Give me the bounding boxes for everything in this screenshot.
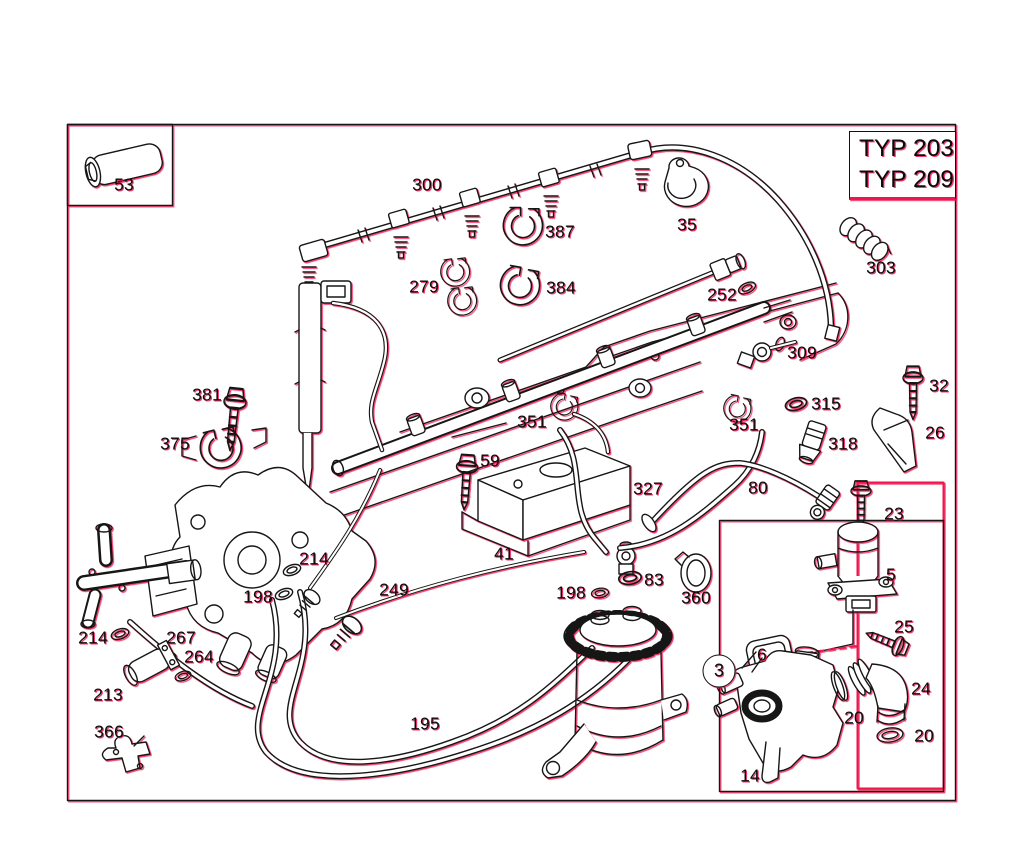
banjo-309-drawing — [736, 336, 797, 369]
bracket-35-drawing — [663, 157, 710, 208]
seal-214-drawing — [109, 625, 131, 643]
valve-318-drawing — [798, 420, 827, 465]
type-designation-line: TYP 209 — [859, 166, 954, 193]
part-label-14[interactable]: 14 — [740, 765, 760, 786]
part-label-303[interactable]: 303 — [866, 257, 896, 278]
seal-20-drawing — [830, 671, 849, 701]
part-label-309[interactable]: 309 — [787, 342, 817, 363]
seal-264-drawing — [173, 668, 193, 684]
fuel-hoses-195-drawing — [127, 468, 631, 780]
seal-315-drawing — [783, 394, 809, 414]
fuel-rail-drawing — [331, 299, 793, 477]
fitting-213-drawing — [123, 639, 181, 687]
type-designation-line: TYP 203 — [859, 135, 954, 162]
part-label-279[interactable]: 279 — [409, 276, 439, 297]
part-label-198[interactable]: 198 — [243, 586, 273, 607]
part-label-26[interactable]: 26 — [925, 422, 945, 443]
part-label-384[interactable]: 384 — [546, 277, 576, 298]
type-designation-box: TYP 203 TYP 209 — [849, 131, 956, 200]
bracket-366-drawing — [101, 734, 151, 773]
manifold-drawing — [76, 523, 202, 629]
part-label-41[interactable]: 41 — [494, 543, 514, 564]
part-label-381[interactable]: 381 — [192, 384, 222, 405]
diagram-frame — [66, 123, 957, 802]
screw-32-drawing — [901, 365, 925, 421]
banjo-bolt-drawing — [329, 615, 363, 651]
clamp-360-drawing — [674, 551, 712, 599]
part-label-53[interactable]: 53 — [114, 174, 134, 195]
valve-5-drawing — [813, 521, 898, 613]
clamp-375-drawing — [181, 423, 267, 474]
fuel-line-300-drawing — [298, 139, 841, 342]
part-label-32[interactable]: 32 — [929, 375, 949, 396]
part-label-59[interactable]: 59 — [480, 450, 500, 471]
part-label-315[interactable]: 315 — [811, 393, 841, 414]
part-label-327[interactable]: 327 — [633, 478, 663, 499]
filter-head-14-drawing — [713, 646, 844, 784]
part-label-267[interactable]: 267 — [166, 627, 196, 648]
part-label-20[interactable]: 20 — [844, 707, 864, 728]
part-label-214[interactable]: 214 — [78, 627, 108, 648]
part-label-264[interactable]: 264 — [184, 646, 214, 667]
part-label-366[interactable]: 366 — [94, 721, 124, 742]
clamp-351-left-drawing — [547, 390, 581, 424]
screw-23-drawing — [850, 480, 872, 528]
screw-381-drawing — [217, 386, 249, 453]
bracket-26-drawing — [871, 407, 917, 473]
hose-327-drawing — [557, 427, 765, 555]
feed-pipe-252-drawing — [497, 252, 758, 363]
clamp-279-drawing — [438, 256, 480, 318]
part-label-20[interactable]: 20 — [914, 725, 934, 746]
banjo-bolt-drawing — [293, 588, 321, 619]
part-label-5[interactable]: 5 — [886, 564, 896, 585]
part-label-375[interactable]: 375 — [160, 433, 190, 454]
part-label-213[interactable]: 213 — [93, 684, 123, 705]
heat-exchanger-41-drawing — [452, 411, 631, 557]
part-label-387[interactable]: 387 — [545, 221, 575, 242]
part-label-318[interactable]: 318 — [828, 433, 858, 454]
part-label-80[interactable]: 80 — [748, 477, 768, 498]
part-label-360[interactable]: 360 — [681, 587, 711, 608]
part-label-249[interactable]: 249 — [379, 579, 409, 600]
part-label-214[interactable]: 214 — [299, 548, 329, 569]
seal-198-drawing — [590, 586, 610, 600]
fuel-filter-drawing — [541, 605, 689, 779]
part-label-35[interactable]: 35 — [677, 214, 697, 235]
part-label-24[interactable]: 24 — [911, 678, 931, 699]
sleeve-53-drawing — [84, 143, 164, 188]
clamp-384-drawing — [496, 263, 544, 309]
part-label-351[interactable]: 351 — [729, 414, 759, 435]
part-label-195[interactable]: 195 — [410, 713, 440, 734]
part-label-252[interactable]: 252 — [707, 284, 737, 305]
spring-303-drawing — [839, 217, 892, 261]
clamp-387-drawing — [502, 206, 544, 246]
part-label-351[interactable]: 351 — [517, 411, 547, 432]
banjo-fitting-drawing — [616, 541, 636, 575]
elbow-24-drawing — [847, 658, 909, 725]
hose-80-drawing — [641, 460, 841, 533]
seal-20-drawing — [876, 727, 904, 743]
injector-drawing — [294, 280, 389, 499]
part-label-198[interactable]: 198 — [556, 582, 586, 603]
part-label-23[interactable]: 23 — [884, 503, 904, 524]
group-marker-3[interactable]: 3 — [702, 654, 736, 688]
part-label-25[interactable]: 25 — [894, 616, 914, 637]
part-label-6[interactable]: 6 — [757, 644, 767, 665]
part-label-83[interactable]: 83 — [644, 569, 664, 590]
part-label-300[interactable]: 300 — [412, 174, 442, 195]
